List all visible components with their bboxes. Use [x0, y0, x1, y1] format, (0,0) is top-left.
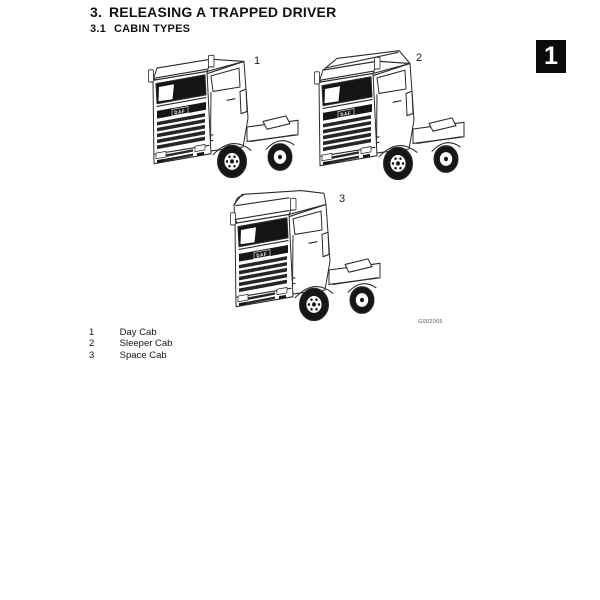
- daf-badge-text: DAF: [174, 108, 185, 115]
- section-heading: 3. RELEASING A TRAPPED DRIVER: [90, 4, 336, 20]
- legend-item-number: 3: [89, 349, 95, 361]
- subsection-number: 3.1: [90, 23, 106, 35]
- daf-badge-text: DAF: [340, 110, 351, 117]
- legend-item: 2 Sleeper Cab: [89, 338, 172, 349]
- cab-type-legend: 1 Day Cab 2 Sleeper Cab 3 Space Cab: [89, 327, 172, 361]
- section-title: RELEASING A TRAPPED DRIVER: [109, 4, 337, 20]
- truck-illustration-sleeper-cab: DAF: [313, 49, 473, 199]
- daf-badge-text: DAF: [256, 251, 267, 258]
- truck-illustration-day-cab: DAF: [147, 47, 307, 197]
- legend-item-number: 2: [89, 338, 95, 350]
- truck-line-drawing: DAF: [230, 190, 381, 322]
- chapter-page-tab: 1: [536, 40, 566, 73]
- truck-illustration-space-cab: DAF: [229, 190, 389, 340]
- subsection-title: CABIN TYPES: [114, 23, 191, 35]
- truck-line-drawing: DAF: [314, 50, 465, 181]
- truck-line-drawing: DAF: [148, 54, 299, 179]
- legend-item-label: Sleeper Cab: [119, 338, 173, 350]
- callout-sleeper-cab: 2: [416, 52, 423, 64]
- legend-item: 1 Day Cab: [89, 327, 172, 338]
- legend-item-number: 1: [89, 327, 95, 338]
- figure-code: G002065: [418, 319, 443, 325]
- legend-item-label: Day Cab: [119, 327, 157, 338]
- legend-item: 3 Space Cab: [89, 350, 172, 361]
- callout-day-cab: 1: [254, 55, 261, 67]
- subsection-heading: 3.1 CABIN TYPES: [90, 23, 190, 35]
- callout-space-cab: 3: [339, 193, 346, 205]
- legend-item-label: Space Cab: [119, 349, 167, 361]
- section-number: 3.: [90, 4, 103, 20]
